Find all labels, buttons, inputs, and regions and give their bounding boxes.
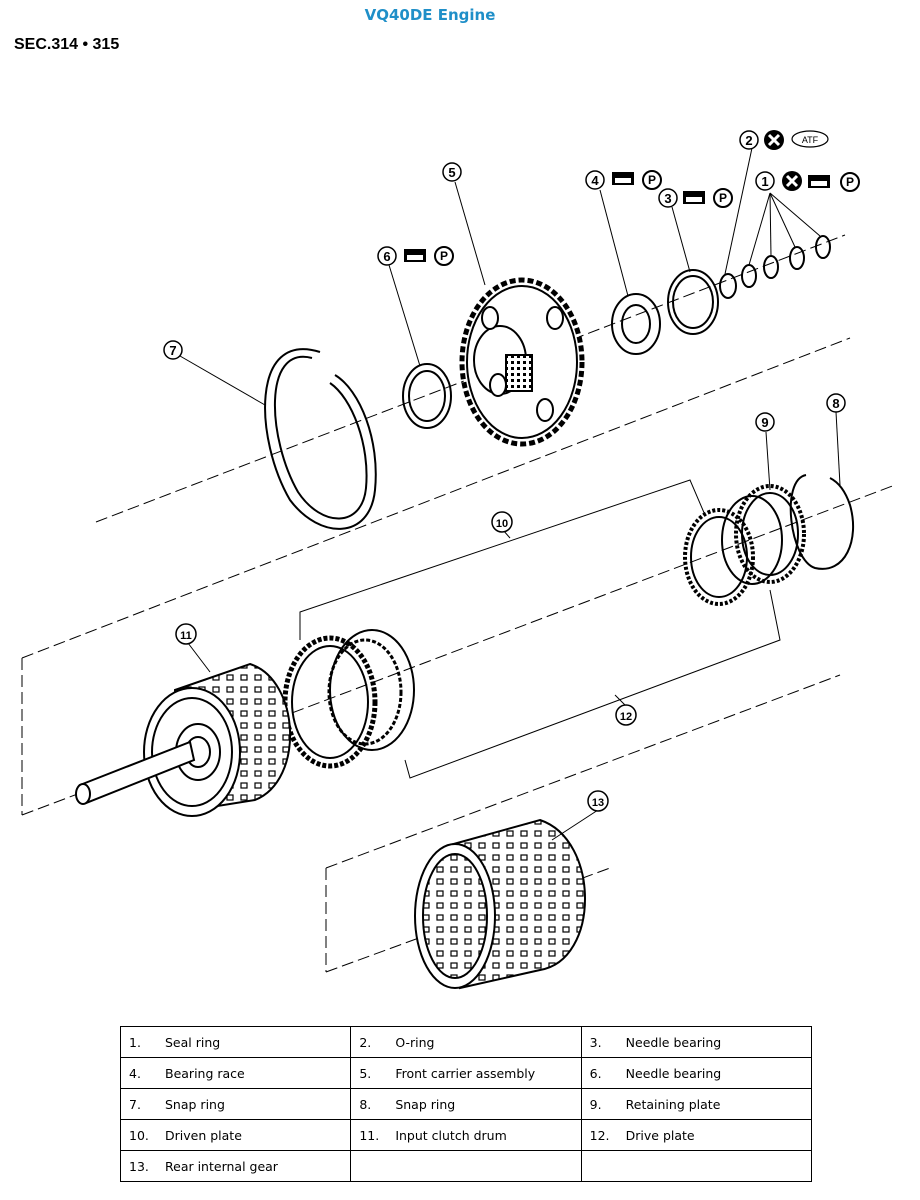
callout-5: 5	[448, 165, 455, 180]
o-ring-2	[719, 273, 737, 299]
legend-cell: 1.Seal ring	[119, 1026, 352, 1058]
callout-9: 9	[761, 415, 768, 430]
legend-cell: 3.Needle bearing	[580, 1026, 813, 1058]
legend-cell: 11.Input clutch drum	[350, 1119, 582, 1151]
callout-8: 8	[832, 396, 839, 411]
callout-markers	[163, 130, 846, 812]
legend-cell: 8.Snap ring	[350, 1088, 582, 1120]
replace-icons	[764, 130, 802, 191]
legend-row: 10.Driven plate 11.Input clutch drum 12.…	[119, 1119, 813, 1151]
needle-bearing-3	[667, 269, 719, 335]
p-symbol: P	[719, 191, 727, 205]
section-reference: SEC.314 • 315	[14, 36, 120, 53]
grease-applicator-icon	[612, 172, 634, 185]
legend-cell: 10.Driven plate	[119, 1119, 352, 1151]
replace-icon	[782, 171, 802, 191]
legend-cell: 5.Front carrier assembly	[350, 1057, 582, 1089]
legend-row: 4.Bearing race 5.Front carrier assembly …	[119, 1057, 813, 1089]
legend-cell	[350, 1150, 582, 1182]
front-carrier-assembly-5	[459, 277, 585, 447]
legend-row: 13.Rear internal gear	[119, 1150, 813, 1182]
legend-cell: 4.Bearing race	[119, 1057, 352, 1089]
callout-3: 3	[664, 191, 671, 206]
clutch-plates-front	[282, 629, 415, 769]
leader-lines	[179, 147, 841, 841]
input-clutch-drum-11	[75, 662, 292, 817]
svg-text:ATF: ATF	[802, 135, 819, 145]
diagram-title: VQ40DE Engine	[364, 6, 496, 24]
legend-cell: 2.O-ring	[350, 1026, 582, 1058]
legend-cell: 6.Needle bearing	[580, 1057, 813, 1089]
snap-ring-7	[264, 348, 377, 530]
parts-legend-table: 1.Seal ring 2.O-ring 3.Needle bearing 4.…	[119, 1026, 813, 1182]
legend-cell: 7.Snap ring	[119, 1088, 352, 1120]
rear-internal-gear-13	[414, 818, 586, 990]
callout-13: 13	[592, 797, 604, 809]
legend-cell: 13.Rear internal gear	[119, 1150, 352, 1182]
callout-11: 11	[180, 630, 192, 642]
legend-row: 7.Snap ring 8.Snap ring 9.Retaining plat…	[119, 1088, 813, 1120]
callout-2: 2	[745, 133, 752, 148]
legend-row: 1.Seal ring 2.O-ring 3.Needle bearing	[119, 1026, 813, 1058]
legend-cell: 12.Drive plate	[580, 1119, 813, 1151]
callout-1: 1	[761, 174, 768, 189]
callout-12: 12	[620, 711, 632, 723]
petroleum-jelly-icons: P P P P	[404, 170, 860, 266]
p-symbol: P	[440, 249, 448, 263]
snap-ring-8	[789, 474, 855, 570]
p-symbol: P	[846, 175, 854, 189]
bracket-lines	[299, 479, 781, 779]
legend-cell	[580, 1150, 813, 1182]
retaining-plate-9	[683, 484, 806, 606]
callout-10: 10	[496, 518, 508, 530]
grease-applicator-icon	[683, 191, 705, 204]
atf-symbol: ATF	[791, 130, 829, 148]
grease-applicator-icon	[404, 249, 426, 262]
callout-7: 7	[169, 343, 176, 358]
exploded-view-diagram: 1 2 3 4 5 6 7 8 9 10 11 12 13 ATF P	[21, 130, 896, 990]
needle-bearing-6	[402, 363, 452, 429]
callout-4: 4	[591, 173, 599, 188]
bearing-race-4	[611, 293, 661, 355]
grease-applicator-icon	[808, 175, 830, 188]
replace-icon	[764, 130, 784, 150]
p-symbol: P	[648, 173, 656, 187]
callout-6: 6	[383, 249, 390, 264]
legend-cell: 9.Retaining plate	[580, 1088, 813, 1120]
